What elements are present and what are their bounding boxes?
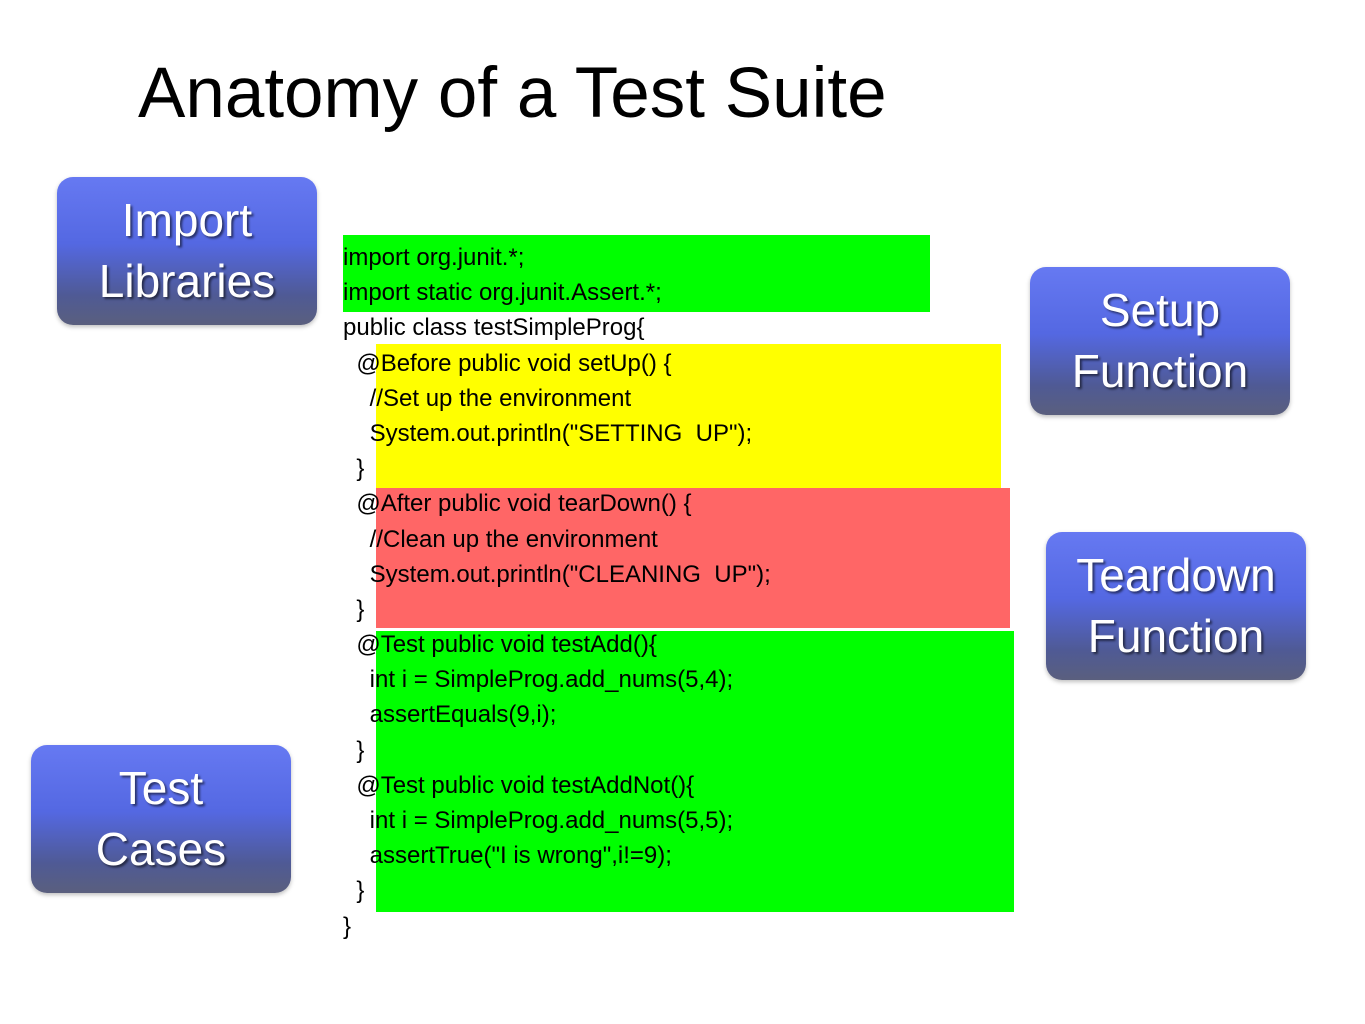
code-line: } (343, 877, 365, 905)
code-line: assertEquals(9,i); (343, 701, 557, 729)
code-line: //Set up the environment (343, 384, 632, 412)
code-line: public class testSimpleProg{ (343, 314, 645, 342)
setup-label-line-1: Setup (1099, 284, 1221, 336)
code-listing: import org.junit.*; import static org.ju… (343, 240, 771, 944)
tests-label-line-1: Test (118, 762, 204, 814)
code-line: } (343, 912, 352, 940)
code-line: System.out.println("CLEANING UP"); (343, 560, 771, 588)
code-line: int i = SimpleProg.add_nums(5,4); (343, 666, 734, 694)
tests-label-line-2: Cases (95, 823, 227, 875)
setup-function-label: Setup Function (1030, 267, 1290, 415)
code-line: //Clean up the environment (343, 525, 658, 553)
import-label-line-1: Import (121, 194, 253, 246)
teardown-label-line-1: Teardown (1076, 549, 1276, 601)
code-line: import org.junit.*; (343, 244, 525, 271)
code-line: assertTrue("I is wrong",i!=9); (343, 842, 672, 870)
code-line: @Before public void setUp() { (343, 349, 672, 377)
tests-highlight (376, 631, 1014, 912)
teardown-function-label: Teardown Function (1046, 532, 1306, 680)
code-line: @After public void tearDown() { (343, 490, 692, 518)
code-line: import static org.junit.Assert.*; (343, 279, 662, 307)
teardown-highlight (376, 488, 1010, 628)
code-line: @Test public void testAdd(){ (343, 631, 657, 659)
setup-highlight (376, 344, 1001, 489)
code-line: System.out.println("SETTING UP"); (343, 419, 753, 447)
code-line: } (343, 736, 365, 764)
teardown-label-line-2: Function (1087, 610, 1265, 662)
setup-label-line-2: Function (1071, 345, 1249, 397)
test-cases-label: Test Cases (31, 745, 291, 893)
import-label-line-2: Libraries (98, 255, 276, 307)
import-highlight (343, 235, 930, 312)
slide-title: Anatomy of a Test Suite (138, 54, 887, 133)
code-line: } (343, 595, 365, 623)
code-line: int i = SimpleProg.add_nums(5,5); (343, 807, 734, 834)
code-line: } (343, 455, 365, 483)
code-line: @Test public void testAddNot(){ (343, 771, 695, 799)
import-libraries-label: Import Libraries (57, 177, 317, 325)
